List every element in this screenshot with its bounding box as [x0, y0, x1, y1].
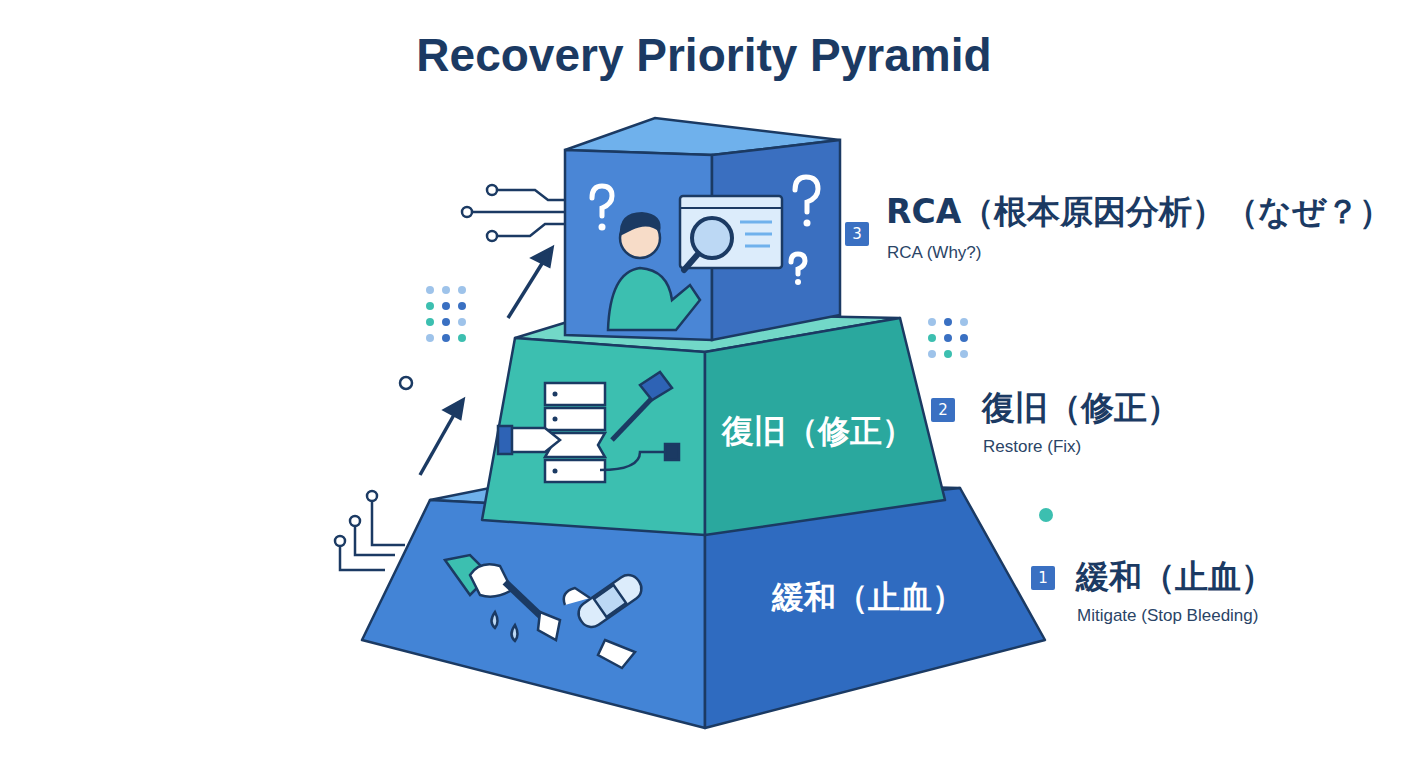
callout-number: 2 — [931, 398, 955, 422]
tier-face — [430, 478, 960, 515]
callout-number: 1 — [1031, 566, 1055, 590]
pyramid-tier: 復旧（修正） — [480, 310, 950, 540]
tier-face — [362, 500, 705, 728]
tier-subtitle: RCA (Why?) — [887, 243, 981, 263]
tier-heading: 緩和（止血） — [1076, 555, 1274, 600]
tier-heading: 復旧（修正） — [982, 386, 1180, 431]
tier-label: 緩和（止血） — [772, 576, 964, 620]
tier-face — [705, 488, 1045, 728]
tier-subtitle: Mitigate (Stop Bleeding) — [1077, 606, 1258, 626]
tier-face — [482, 338, 705, 535]
tier-label: 復旧（修正） — [722, 410, 914, 454]
tier-face — [705, 318, 945, 535]
callout-number: 3 — [845, 222, 869, 246]
tier-subtitle: Restore (Fix) — [983, 437, 1081, 457]
tier-heading: RCA（根本原因分析）（なぜ？） — [886, 190, 1392, 235]
diagram-title: Recovery Priority Pyramid — [0, 28, 1408, 82]
